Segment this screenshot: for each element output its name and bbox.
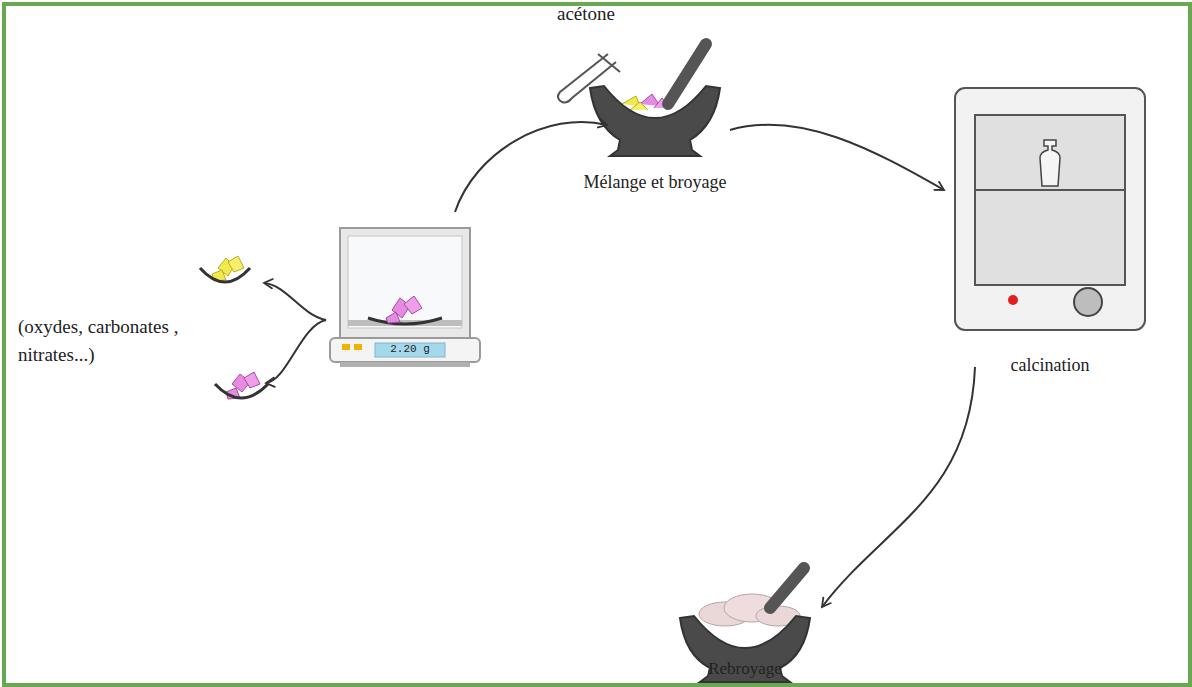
crucible-yellow	[200, 256, 250, 282]
reagent-group: (oxydes, carbonates , nitrates...)	[10, 255, 272, 415]
mortar-node: Mélange et broyage	[575, 40, 735, 200]
solvent-label: acétone	[557, 3, 615, 25]
regrind-node: Rebroyage	[660, 565, 830, 680]
flow-arrow-path	[730, 125, 944, 190]
flow-arrow	[264, 283, 326, 383]
display-reading: 2.20 g	[375, 343, 445, 356]
mortar	[590, 44, 720, 156]
furnace	[955, 88, 1145, 330]
crucible-pink	[215, 372, 268, 399]
flow-arrow-path	[822, 367, 975, 607]
step-caption: Rebroyage	[660, 659, 830, 679]
flow-arrow	[455, 122, 607, 212]
flow-arrow-path	[455, 122, 607, 212]
balance	[330, 228, 480, 367]
step-caption: (oxydes, carbonates , nitrates...)	[18, 313, 203, 368]
flow-arrow-path	[264, 283, 326, 320]
step-caption: calcination	[950, 355, 1150, 377]
furnace-node: calcination	[950, 85, 1150, 380]
flow-arrow	[822, 367, 975, 607]
flow-arrow-path	[266, 320, 326, 383]
flow-arrow	[730, 125, 944, 190]
balance-node: 2.20 g	[330, 228, 480, 368]
step-caption: Mélange et broyage	[575, 172, 735, 194]
